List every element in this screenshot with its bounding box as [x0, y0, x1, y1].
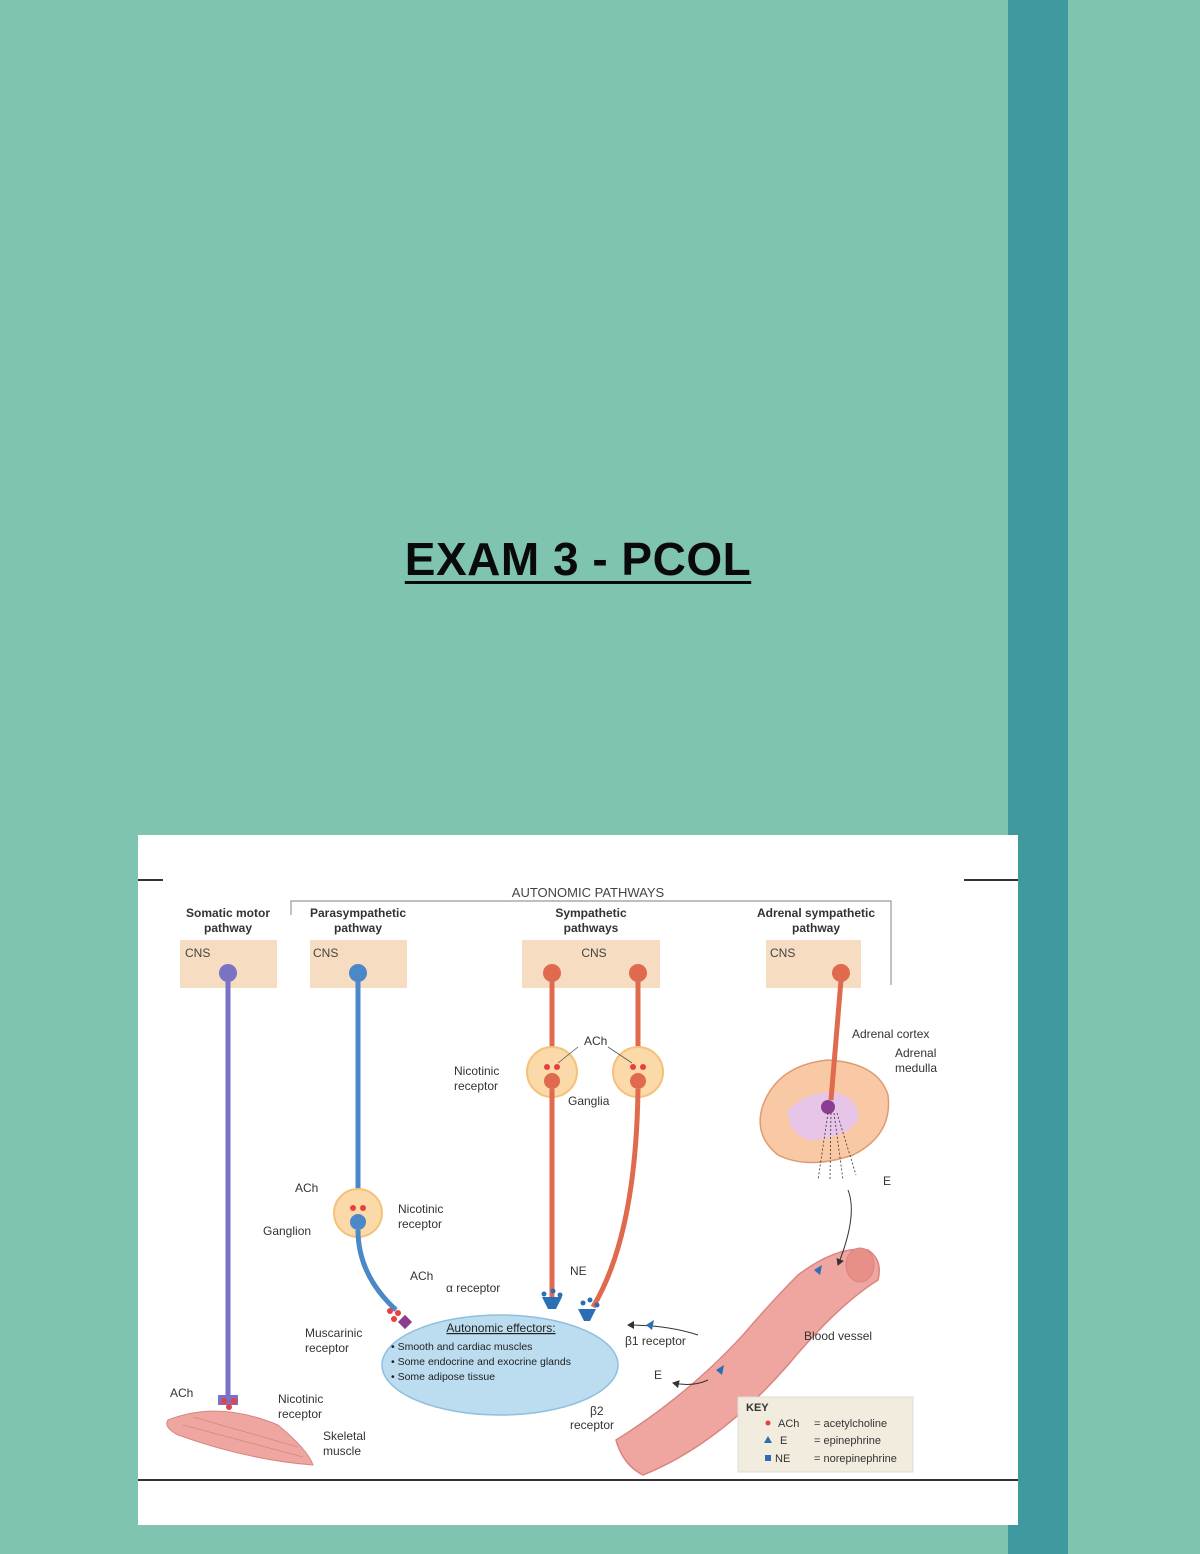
adrenal-medulla-label-2: medulla [895, 1061, 937, 1075]
parasympathetic-postganglionic-axon [355, 1229, 398, 1312]
adrenal-cortex-label: Adrenal cortex [852, 1027, 929, 1041]
sympathetic-heading-1: Sympathetic [555, 906, 627, 920]
muscarinic-label-1: Muscarinic [305, 1326, 362, 1340]
skeletal-muscle-label-2: muscle [323, 1444, 361, 1458]
sympathetic-ach-label: ACh [584, 1034, 607, 1048]
key-title: KEY [746, 1402, 769, 1414]
cns-label-adrenal: CNS [770, 946, 795, 960]
figure-heading: AUTONOMIC PATHWAYS [512, 885, 665, 900]
ganglion-label: Ganglion [263, 1224, 311, 1238]
somatic-nicotinic-label-1: Nicotinic [278, 1392, 323, 1406]
adrenal-axon [828, 979, 844, 1101]
effector-item-2: • Some endocrine and exocrine glands [391, 1356, 571, 1368]
autonomic-effectors [381, 1314, 619, 1416]
cns-label-somatic: CNS [185, 946, 210, 960]
parasympathetic-nicotinic-label-2: receptor [398, 1217, 442, 1231]
ne-label: NE [570, 1264, 587, 1278]
adrenal-neuron-body [832, 964, 850, 982]
e-label-effector: E [654, 1368, 662, 1382]
beta2-receptor-label-1: β2 [590, 1404, 604, 1418]
ganglia-label: Ganglia [568, 1094, 610, 1108]
key-symbol-ne: NE [775, 1453, 790, 1465]
skeletal-muscle [166, 1410, 314, 1466]
somatic-heading-2: pathway [204, 921, 252, 935]
cns-label-parasympathetic: CNS [313, 946, 338, 960]
somatic-neuron-body [219, 964, 237, 982]
blood-vessel-label: Blood vessel [804, 1329, 872, 1343]
sympathetic-postganglionic-axon-2 [590, 1088, 641, 1309]
cns-label-sympathetic: CNS [581, 946, 606, 960]
somatic-ach-label: ACh [170, 1386, 193, 1400]
parasympathetic-heading-2: pathway [334, 921, 382, 935]
beta2-receptor-label-2: receptor [570, 1418, 614, 1432]
somatic-heading-1: Somatic motor [186, 906, 270, 920]
blood-vessel [615, 1248, 880, 1476]
sympathetic-heading-2: pathways [564, 921, 619, 935]
autonomic-pathways-diagram: AUTONOMIC PATHWAYS Somatic motor pathway… [138, 879, 1018, 1481]
effector-item-3: • Some adipose tissue [391, 1371, 495, 1383]
skeletal-muscle-label-1: Skeletal [323, 1429, 366, 1443]
autonomic-pathways-figure: AUTONOMIC PATHWAYS Somatic motor pathway… [138, 835, 1018, 1525]
adrenal-heading-1: Adrenal sympathetic [757, 906, 875, 920]
adrenal-heading-2: pathway [792, 921, 840, 935]
effector-item-1: • Smooth and cardiac muscles [391, 1341, 532, 1353]
adrenal-medulla-label-1: Adrenal [895, 1046, 936, 1060]
parasympathetic-nicotinic-label-1: Nicotinic [398, 1202, 443, 1216]
sympathetic-neuron-body-2 [629, 964, 647, 982]
key-def-ach: = acetylcholine [814, 1418, 887, 1430]
parasympathetic-heading-1: Parasympathetic [310, 906, 406, 920]
key-def-ne: = norepinephrine [814, 1453, 897, 1465]
side-color-band [1008, 0, 1068, 1554]
parasympathetic-ach-label-2: ACh [410, 1269, 433, 1283]
sympathetic-nicotinic-label-1: Nicotinic [454, 1064, 499, 1078]
sympathetic-nicotinic-label-2: receptor [454, 1079, 498, 1093]
key-symbol-e: E [780, 1435, 787, 1447]
document-title: EXAM 3 - PCOL [404, 533, 752, 585]
effectors-title: Autonomic effectors: [446, 1321, 555, 1335]
muscarinic-label-2: receptor [305, 1341, 349, 1355]
sympathetic-neuron-body-1 [543, 964, 561, 982]
parasympathetic-neuron-body [349, 964, 367, 982]
somatic-nicotinic-label-2: receptor [278, 1407, 322, 1421]
parasympathetic-ach-label-1: ACh [295, 1181, 318, 1195]
key-def-e: = epinephrine [814, 1435, 881, 1447]
alpha-receptor-label: α receptor [446, 1281, 500, 1295]
key-symbol-ach: ACh [778, 1418, 799, 1430]
somatic-terminal [218, 1395, 238, 1405]
adrenal-e-label: E [883, 1174, 891, 1188]
beta1-receptor-label: β1 receptor [625, 1334, 686, 1348]
